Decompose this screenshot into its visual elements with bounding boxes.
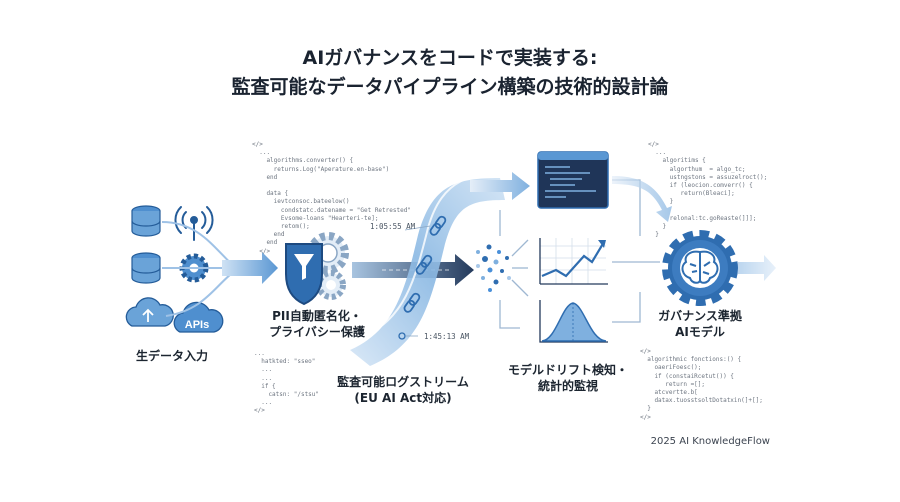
flow-arrow (222, 252, 278, 284)
distribution-curve (534, 300, 608, 346)
apis-cloud: APIs (173, 301, 224, 333)
chain-link-icon (429, 215, 447, 236)
title-line-2: 監査可能なデータパイプライン構築の技術的設計論 (231, 76, 669, 98)
pii-anonymization-icon (285, 232, 349, 306)
label-raw-data-input: 生データ入力 (135, 349, 208, 363)
cloud-upload-icon (125, 297, 174, 327)
timestamp-first: 1:05:55 AM (370, 222, 416, 231)
label-pii-anonymization: PII自動匿名化・ プライバシー保護 (269, 309, 365, 339)
code-terminal-window (537, 151, 609, 209)
raw-data-sources: APIs (125, 205, 237, 333)
chain-link-icon (403, 292, 421, 313)
label-governance-model: ガバナンス準拠 AIモデル (658, 309, 742, 339)
output-arrow (738, 255, 776, 281)
code-snippet-bottom-left: ... hatkted: "sseo" ... ... if { catsn: … (254, 350, 320, 415)
data-points-cluster (476, 244, 511, 292)
label-audit-log-stream: 監査可能ログストリーム (EU AI Act対応) (337, 375, 469, 405)
trend-line-chart (534, 234, 608, 288)
code-snippet-bottom-right: </> algorithmic fonctions:() { oaeriFoes… (640, 348, 763, 421)
database-icon (131, 252, 161, 284)
audit-log-stream (350, 171, 517, 366)
timestamp-second: 1:45:13 AM (424, 332, 470, 341)
apis-label: APIs (185, 319, 209, 331)
ai-brain-gear-icon (662, 230, 738, 306)
title-line-1: AIガバナンスをコードで実装する: (302, 47, 598, 69)
database-icon (131, 205, 161, 237)
chain-link-icon (415, 254, 433, 275)
page-title: AIガバナンスをコードで実装する: 監査可能なデータパイプライン構築の技術的設計… (0, 44, 900, 102)
code-snippet-top-right: </> ... algoritims { algorthum = algo_tc… (648, 141, 768, 239)
antenna-icon (174, 206, 214, 241)
label-model-drift: モデルドリフト検知・ 統計的監視 (507, 363, 628, 393)
code-snippet-top-left: </> ... algorithms.converter() { returns… (252, 141, 411, 255)
footer-credit: 2025 AI KnowledgeFlow (650, 436, 770, 447)
flow-arrow (470, 172, 530, 200)
